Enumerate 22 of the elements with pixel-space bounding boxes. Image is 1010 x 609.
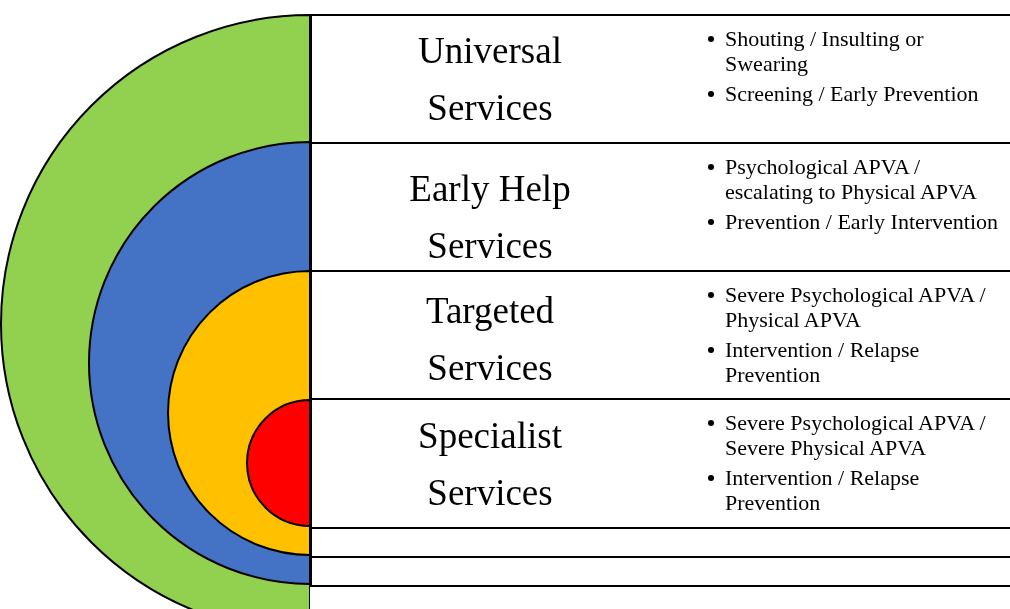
tier-heading: Early Help Services	[408, 167, 572, 269]
bullet-text: Severe Psychological APVA / Physical APVA	[725, 282, 987, 332]
service-tier-row	[310, 270, 1010, 400]
semicircle-band	[167, 270, 310, 556]
service-tier-row	[310, 142, 1010, 272]
bullet-text: Prevention / Early Intervention	[725, 209, 1000, 234]
tier-heading: Targeted Services	[424, 289, 556, 391]
empty-table-row	[310, 527, 1010, 558]
tier-heading: Specialist Services	[417, 414, 563, 516]
service-tier-row	[310, 14, 1010, 144]
bullet-text: Psychological APVA / escalating to Physical APVA	[725, 154, 978, 204]
service-tier-row	[310, 398, 1010, 529]
empty-table-row	[310, 556, 1010, 587]
bullet-text: Intervention / Relapse Prevention	[725, 465, 921, 515]
tier-heading: Universal Services	[417, 29, 563, 131]
semicircle-band	[246, 399, 310, 527]
bullet-text: Screening / Early Prevention	[725, 81, 980, 106]
bullet-text: Shouting / Insulting or Swearing	[725, 26, 925, 76]
semicircle-band	[88, 141, 310, 585]
bullet-text: Severe Psychological APVA / Severe Physical APVA	[725, 410, 987, 460]
bullet-text: Intervention / Relapse Prevention	[725, 337, 921, 387]
semicircle-band	[0, 14, 310, 609]
